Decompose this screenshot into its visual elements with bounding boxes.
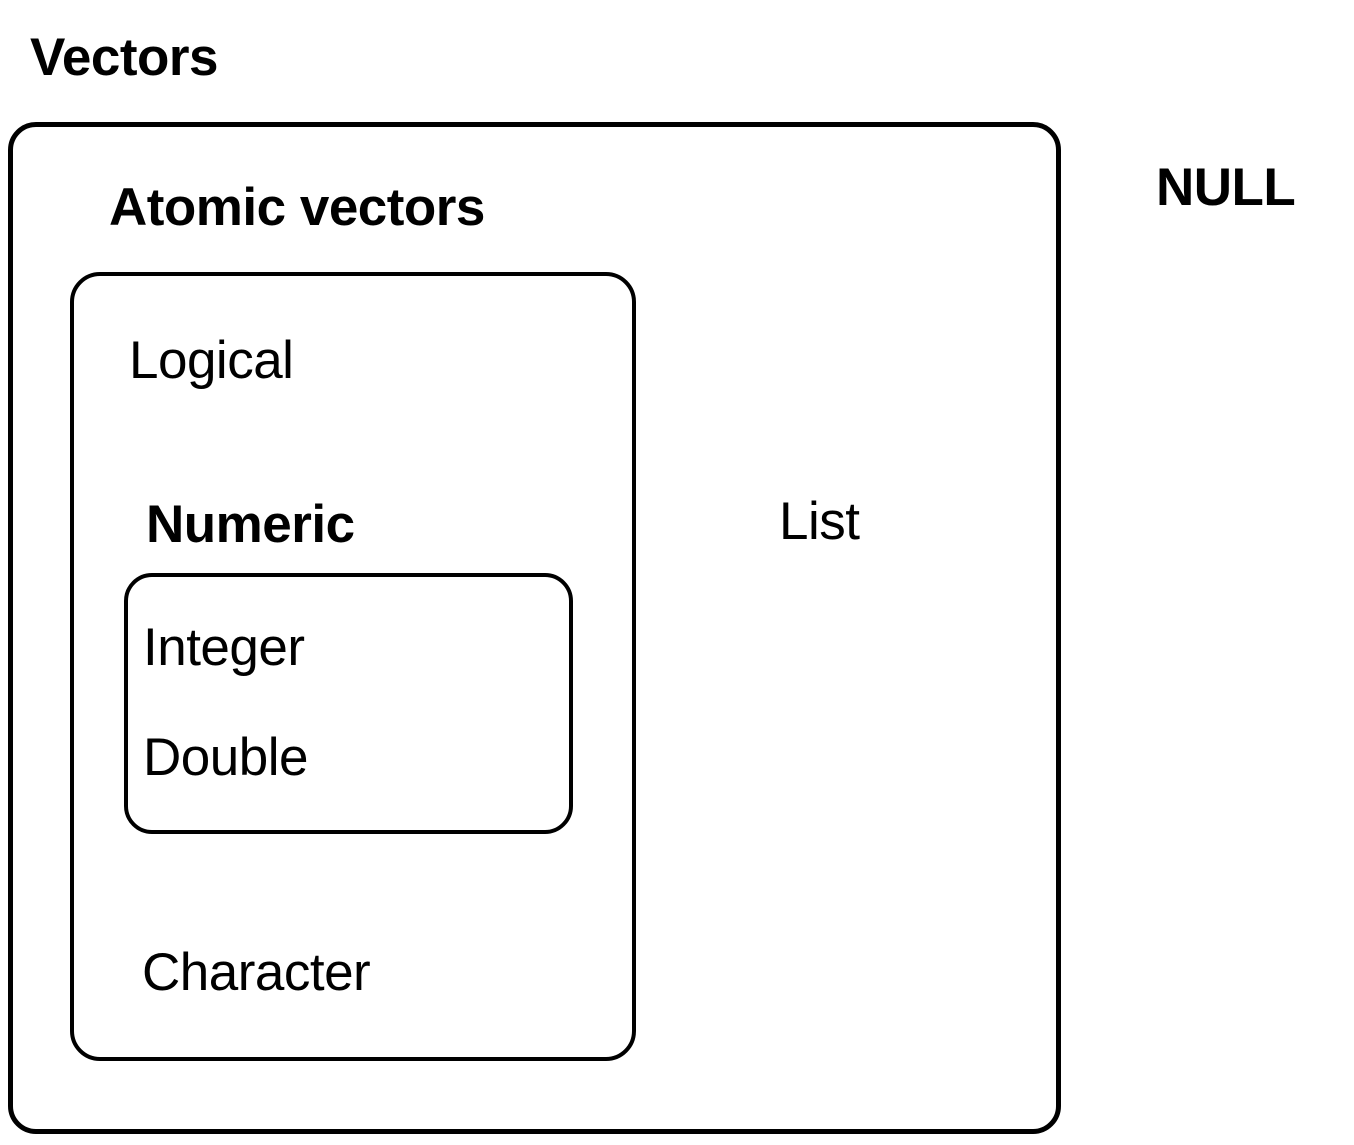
numeric-title: Numeric xyxy=(146,495,355,554)
atomic-vectors-title: Atomic vectors xyxy=(109,178,485,237)
null-label: NULL xyxy=(1156,158,1296,217)
numeric-container xyxy=(124,573,573,834)
atomic-vectors-container xyxy=(70,272,636,1061)
vectors-container xyxy=(8,122,1061,1134)
vectors-title: Vectors xyxy=(30,28,219,87)
list-label: List xyxy=(779,492,860,551)
integer-label: Integer xyxy=(143,618,305,677)
character-label: Character xyxy=(142,943,371,1002)
logical-label: Logical xyxy=(129,331,294,390)
double-label: Double xyxy=(143,728,308,787)
